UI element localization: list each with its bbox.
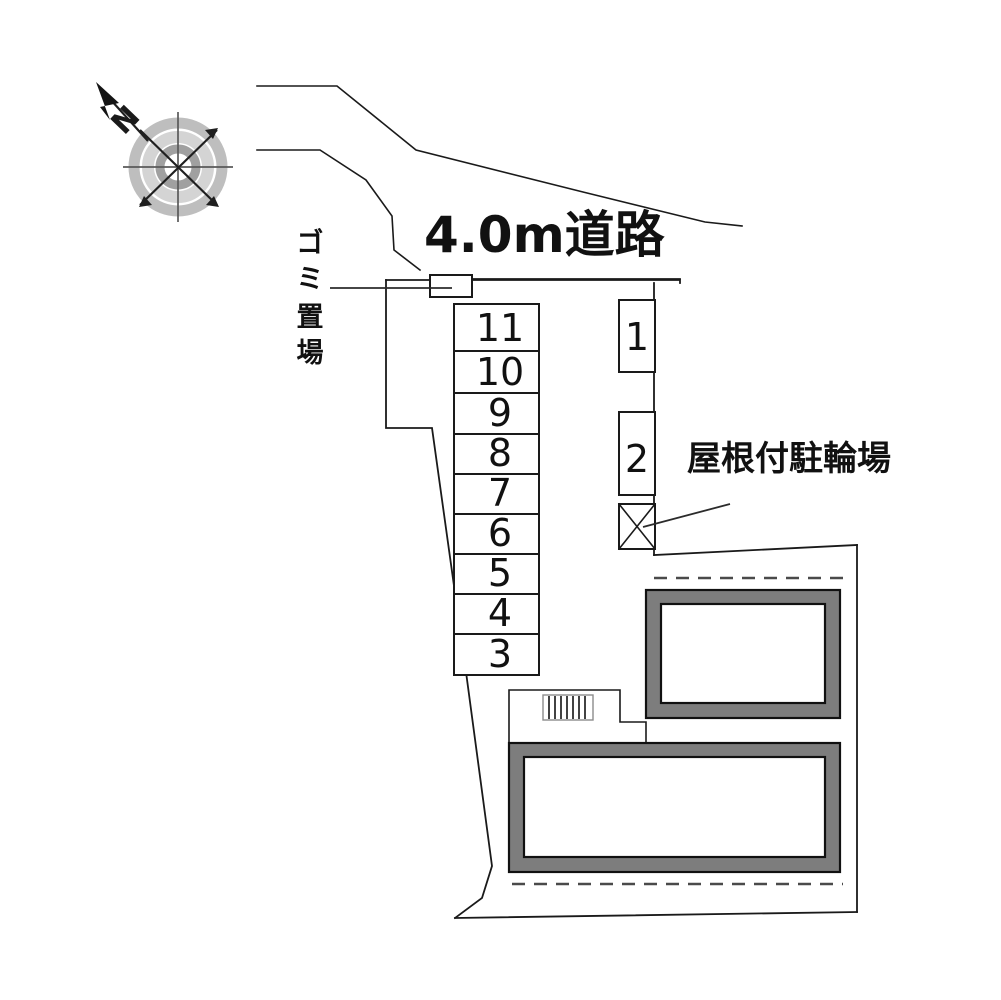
- stair-treads: [548, 696, 586, 719]
- garbage-enclosure: [330, 274, 473, 298]
- parking-stall-3[interactable]: [453, 633, 540, 676]
- garbage-label: ゴ ミ 置 場: [297, 227, 324, 369]
- parking-stall-7[interactable]: [453, 473, 540, 515]
- lower-building: [507, 741, 843, 886]
- garbage-label-char-2: ミ: [297, 264, 324, 295]
- parking-stall-8-label: 8: [488, 431, 512, 475]
- parking-stall-2-label: 2: [625, 437, 649, 481]
- garbage-label-char-4: 場: [297, 338, 324, 369]
- bicycle-leader-line: [642, 503, 731, 528]
- parking-stalls-left: 11 10 9 8 7 6 5 4 3: [453, 303, 540, 676]
- parking-stall-10[interactable]: [453, 350, 540, 394]
- compass-arrowhead-ne: [205, 128, 218, 139]
- road-boundary-upper: [256, 85, 743, 227]
- garbage-box: [429, 274, 473, 298]
- compass-arrowhead-se: [206, 196, 219, 207]
- site-edge-bottom: [454, 911, 858, 919]
- parking-stall-5-label: 5: [488, 551, 512, 595]
- parking-stall-11-label: 11: [476, 306, 524, 350]
- road-boundary-lower: [256, 149, 422, 272]
- parking-stall-1[interactable]: [618, 299, 656, 373]
- parking-stall-11[interactable]: [453, 303, 540, 352]
- bicycle-parking-x-icon: [617, 502, 657, 551]
- compass-arrowhead-sw: [139, 196, 152, 207]
- compass-diagonal-se: [139, 129, 218, 206]
- parking-stall-6-label: 6: [488, 511, 512, 555]
- parking-stall-7-label: 7: [488, 471, 512, 515]
- parking-stall-9-label: 9: [488, 391, 512, 435]
- road-boundary-lines: [256, 85, 743, 272]
- north-arrow-shaft: [109, 98, 149, 142]
- parking-stall-9[interactable]: [453, 392, 540, 435]
- north-arrow-head: [96, 82, 119, 120]
- covered-bicycle-parking: 屋根付駐輪場: [617, 439, 891, 551]
- stairs: [508, 689, 647, 744]
- lower-building-interior: [522, 755, 827, 859]
- bicycle-parking-label: 屋根付駐輪場: [687, 439, 891, 479]
- upper-building: [644, 576, 843, 720]
- parking-stall-2[interactable]: [618, 411, 656, 496]
- stair-block-outline: [508, 689, 647, 744]
- parking-stall-8[interactable]: [453, 433, 540, 475]
- road-label: 4.0m道路: [424, 206, 666, 264]
- upper-building-interior: [659, 602, 827, 705]
- parking-stall-5[interactable]: [453, 553, 540, 595]
- parking-stall-1-label: 1: [625, 315, 649, 359]
- parking-stall-6[interactable]: [453, 513, 540, 555]
- parking-stall-4-label: 4: [488, 591, 512, 635]
- site-edge-top: [385, 279, 681, 284]
- garbage-label-char-1: ゴ: [297, 227, 324, 259]
- parking-stall-4[interactable]: [453, 593, 540, 635]
- compass-rose: N: [96, 82, 233, 222]
- parking-stalls-right: 1 2: [618, 299, 656, 496]
- site-edge-diagonal: [653, 544, 858, 556]
- garbage-label-char-3: 置: [297, 302, 324, 333]
- parking-stall-10-label: 10: [476, 350, 524, 394]
- parking-stall-3-label: 3: [488, 632, 512, 676]
